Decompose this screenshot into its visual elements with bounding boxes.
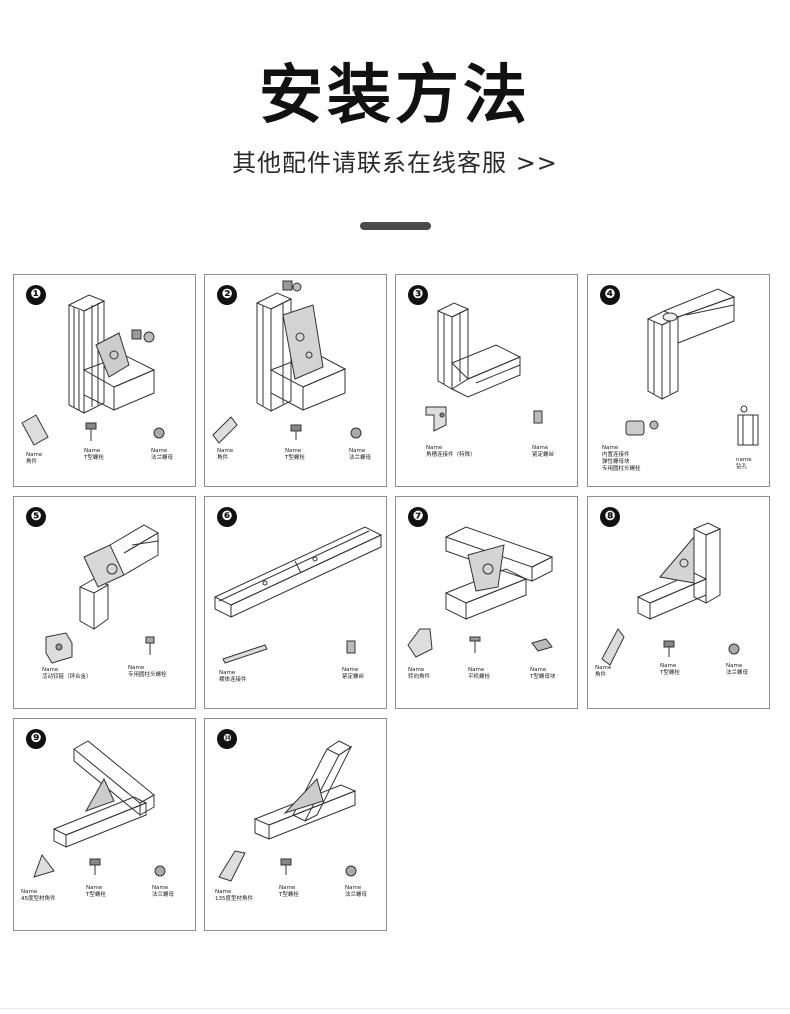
customer-service-link[interactable]: 其他配件请联系在线客服 >> (232, 149, 558, 177)
step-number-badge: ❼ (408, 507, 428, 527)
assembly-illustration-5 (45, 524, 159, 664)
assembly-illustration-9 (33, 740, 166, 878)
step-number-badge: ❺ (26, 507, 46, 527)
step-number-badge: ❸ (408, 285, 428, 305)
assembly-illustration-2 (212, 280, 362, 444)
assembly-illustration-1 (21, 294, 165, 446)
step-number-badge: ❹ (600, 285, 620, 305)
assembly-illustration-4 (625, 288, 759, 446)
step-number-badge: ❾ (26, 729, 46, 749)
assembly-illustration-6 (213, 526, 383, 664)
assembly-illustration-8 (601, 522, 740, 666)
page-title: 安装方法 (259, 59, 531, 133)
step-number-badge: ❿ (217, 729, 237, 749)
assembly-illustration-3 (425, 302, 543, 432)
assembly-illustration-10 (218, 740, 357, 882)
step-number-badge: ❶ (26, 285, 46, 305)
page-bottom-divider (0, 1008, 790, 1009)
step-number-badge: ❷ (217, 285, 237, 305)
step-number-badge: ❻ (217, 507, 237, 527)
step-number-badge: ❽ (600, 507, 620, 527)
section-divider (360, 222, 431, 230)
assembly-illustration-7 (407, 526, 554, 658)
